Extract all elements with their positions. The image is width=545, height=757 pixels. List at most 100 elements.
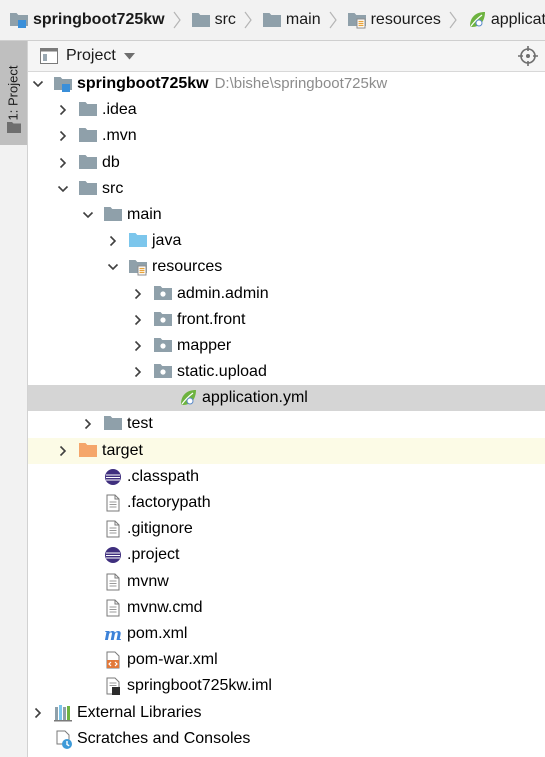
tree-node-label: admin.admin [177, 285, 269, 303]
tree-node-label: target [102, 442, 143, 460]
chevron-right-icon[interactable] [132, 340, 144, 352]
tree-node[interactable]: main [28, 202, 545, 228]
project-tree: springboot725kw D:\bishe\springboot725kw.… [28, 71, 545, 752]
tree-node[interactable]: test [28, 411, 545, 437]
tree-node-name: .project [127, 546, 180, 564]
chevron-right-icon[interactable] [132, 288, 144, 300]
tree-node[interactable]: front.front [28, 307, 545, 333]
tree-node[interactable]: .factorypath [28, 490, 545, 516]
chevron-right-icon[interactable] [57, 157, 69, 169]
tree-node-label: java [152, 232, 181, 250]
tree-node-name: .classpath [127, 467, 200, 485]
package-folder-icon [154, 285, 172, 303]
tree-node-label: springboot725kw D:\bishe\springboot725kw [77, 75, 387, 93]
tree-node[interactable]: java [28, 228, 545, 254]
tree-node-name: mapper [177, 336, 232, 354]
chevron-right-icon[interactable] [57, 104, 69, 116]
tree-node[interactable]: mvnw [28, 569, 545, 595]
tree-node[interactable]: db [28, 150, 545, 176]
chevron-down-icon[interactable] [57, 183, 69, 195]
folder-icon [7, 121, 21, 133]
chevron-down-icon[interactable] [82, 209, 94, 221]
chevron-right-icon[interactable] [132, 314, 144, 326]
tree-node[interactable]: springboot725kw D:\bishe\springboot725kw [28, 71, 545, 97]
maven-icon: m [104, 625, 122, 643]
tree-node[interactable]: static.upload [28, 359, 545, 385]
tree-node[interactable]: External Libraries [28, 700, 545, 726]
chevron-right-icon[interactable] [57, 445, 69, 457]
folder-icon [104, 206, 122, 224]
project-view-selector[interactable]: Project [66, 47, 116, 64]
tree-node[interactable]: .project [28, 542, 545, 568]
chevron-right-icon[interactable] [32, 707, 44, 719]
iml-file-icon [104, 677, 122, 696]
tree-node[interactable]: resources [28, 254, 545, 280]
package-folder-icon [154, 311, 172, 329]
chevron-right-icon[interactable] [82, 418, 94, 430]
chevron-down-icon[interactable] [123, 52, 135, 60]
file-icon [104, 599, 122, 617]
file-icon [104, 520, 122, 538]
tree-node[interactable]: application.yml [28, 385, 545, 412]
tree-node-name: test [127, 415, 153, 433]
tree-node-label: .project [127, 546, 179, 564]
resources-folder-icon [129, 258, 147, 276]
chevron-right-icon[interactable] [132, 366, 144, 378]
eclipse-icon [104, 468, 122, 486]
chevron-right-icon[interactable] [107, 235, 119, 247]
tree-node[interactable]: .mvn [28, 123, 545, 149]
tree-node[interactable]: springboot725kw.iml [28, 673, 545, 699]
breadcrumb-item[interactable]: main [253, 0, 338, 40]
tree-node-label: mapper [177, 337, 231, 355]
tree-node-label: db [102, 154, 120, 172]
tree-node[interactable]: mvnw.cmd [28, 595, 545, 621]
spring-leaf-icon [468, 11, 486, 29]
module-path: D:\bishe\springboot725kw [214, 75, 388, 92]
tree-node[interactable]: .gitignore [28, 516, 545, 542]
tree-node-name: db [102, 153, 120, 171]
breadcrumb-separator-icon [172, 10, 182, 30]
scratches-icon [54, 730, 72, 749]
chevron-down-icon[interactable] [32, 78, 44, 90]
tree-node-label: test [127, 415, 153, 433]
tree-node-name: .idea [102, 101, 137, 119]
chevron-right-icon[interactable] [57, 130, 69, 142]
tree-node[interactable]: .classpath [28, 464, 545, 490]
navigation-breadcrumb: springboot725kw srcmainresourcesapplicati… [0, 0, 545, 41]
breadcrumb-label: src [214, 11, 236, 28]
excluded-folder-icon [79, 442, 97, 460]
tree-node-name: springboot725kw [77, 75, 209, 92]
tree-node-label: application.yml [202, 389, 308, 407]
tree-node-name: main [127, 205, 162, 223]
package-folder-icon [154, 337, 172, 355]
tree-node-label: springboot725kw.iml [127, 677, 272, 695]
tree-node[interactable]: target [28, 437, 545, 464]
tree-node-name: External Libraries [77, 703, 202, 721]
breadcrumb-item[interactable]: application.yml [458, 0, 545, 40]
tree-node-label: .factorypath [127, 494, 211, 512]
tree-node[interactable]: pom-war.xml [28, 647, 545, 673]
chevron-down-icon[interactable] [107, 261, 119, 273]
crosshair-icon[interactable] [518, 46, 538, 66]
breadcrumb-item[interactable]: springboot725kw [0, 0, 182, 40]
file-icon [104, 494, 122, 512]
breadcrumb-item[interactable]: resources [338, 0, 458, 40]
tree-node-name: mvnw.cmd [127, 598, 203, 616]
tree-node-name: Scratches and Consoles [77, 729, 251, 747]
project-window-icon [40, 48, 58, 64]
package-folder-icon [154, 363, 172, 381]
tree-node-name: java [152, 232, 182, 250]
tree-node[interactable]: src [28, 176, 545, 202]
project-tool-window-tab[interactable]: 1: Project [0, 41, 27, 145]
breadcrumb-item[interactable]: src [182, 0, 253, 40]
tree-node-name: front.front [177, 310, 246, 328]
tree-node-label: mvnw [127, 573, 169, 591]
folder-icon [79, 154, 97, 172]
tree-node-label: src [102, 180, 123, 198]
tree-node[interactable]: Scratches and Consoles [28, 726, 545, 752]
tree-node-label: main [127, 206, 162, 224]
tree-node[interactable]: admin.admin [28, 281, 545, 307]
tree-node[interactable]: .idea [28, 97, 545, 123]
tree-node[interactable]: mapper [28, 333, 545, 359]
